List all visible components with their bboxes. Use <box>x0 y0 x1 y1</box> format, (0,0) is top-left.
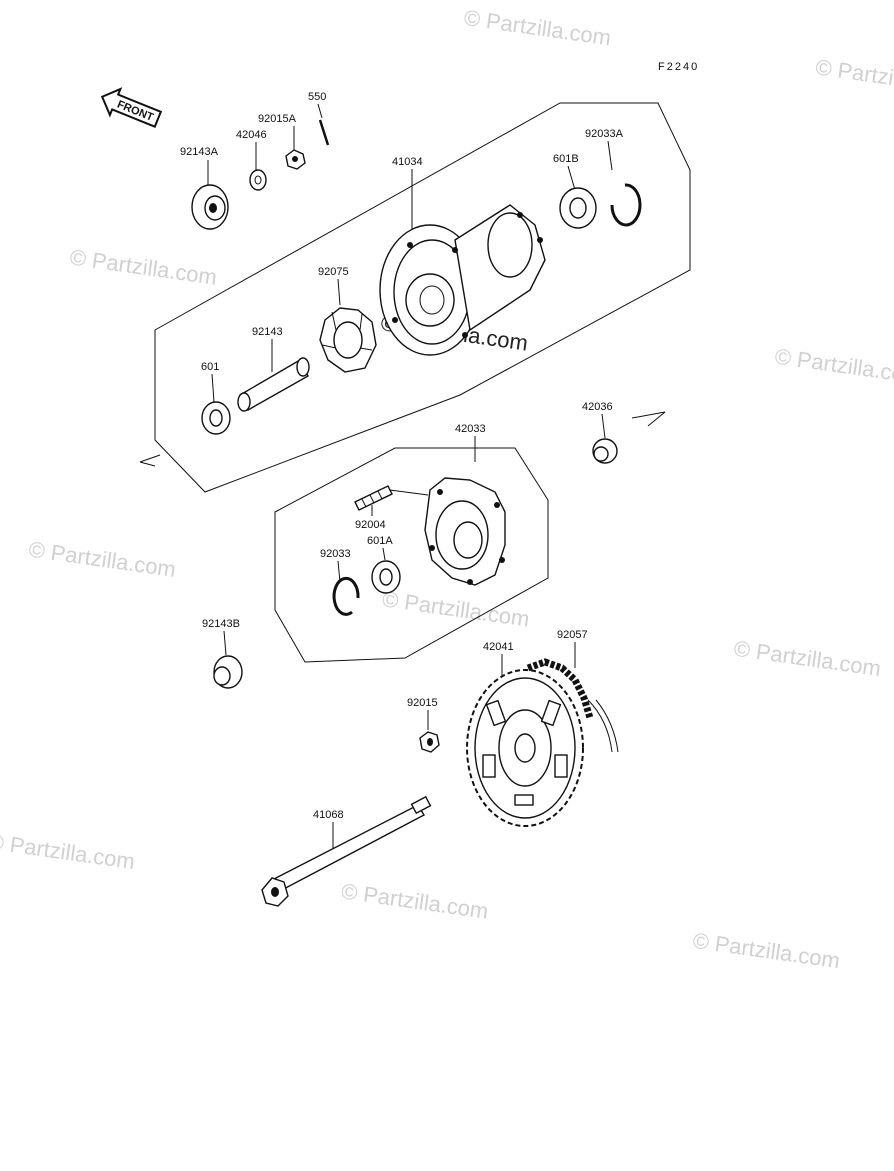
label-92004: 92004 <box>355 519 386 531</box>
front-arrow-icon: FRONT <box>100 87 163 128</box>
label-41034: 41034 <box>392 156 423 168</box>
axle-icon <box>261 795 432 907</box>
sleeve-icon <box>237 357 310 412</box>
bearing-icon <box>371 560 401 594</box>
label-92015A: 92015A <box>258 113 297 125</box>
leader <box>389 489 429 496</box>
label-601A: 601A <box>367 535 393 547</box>
label-92015: 92015 <box>407 697 438 709</box>
label-41068: 41068 <box>313 809 344 821</box>
label-92143A: 92143A <box>180 146 219 158</box>
watermark: © Partzilla.com <box>773 344 894 389</box>
watermark: © Partzilla.com <box>381 586 531 631</box>
castle-nut-icon <box>285 149 306 170</box>
leader <box>607 140 613 171</box>
circlip-icon <box>332 576 360 616</box>
label-92033A: 92033A <box>585 128 624 140</box>
leader <box>337 278 341 306</box>
label-92143B: 92143B <box>202 618 240 630</box>
label-601: 601 <box>201 361 219 373</box>
drive-chain-icon <box>526 658 619 753</box>
leader <box>601 413 606 439</box>
leader <box>139 461 156 467</box>
circlip-icon <box>610 183 642 227</box>
dust-collar-icon <box>191 184 229 230</box>
collar-icon <box>213 655 243 689</box>
rear-sprocket-icon <box>466 669 584 827</box>
label-92075: 92075 <box>318 266 349 278</box>
figure-code: F2240 <box>658 61 699 73</box>
leader <box>317 103 323 119</box>
label-42036: 42036 <box>582 401 613 413</box>
label-92033: 92033 <box>320 548 351 560</box>
leader <box>631 411 666 419</box>
watermark: © Partzilla.com <box>109 0 259 1</box>
sprocket-hub-icon <box>424 477 506 586</box>
leader <box>211 373 215 403</box>
leader <box>139 454 161 463</box>
cotter-pin-icon <box>318 119 330 146</box>
label-42046: 42046 <box>236 129 267 141</box>
leader <box>382 547 386 561</box>
watermark: © Partzilla.com <box>68 244 218 289</box>
leader <box>223 630 227 656</box>
watermark: © Partzilla.com <box>340 878 490 923</box>
leader <box>567 165 576 191</box>
watermark: © Partzilla.com <box>0 829 136 874</box>
collar-icon <box>249 169 267 191</box>
bearing-icon <box>559 187 597 229</box>
rubber-damper-icon <box>319 307 377 373</box>
sprocket-hub-group-outline <box>274 447 549 663</box>
rear-hub-icon <box>379 204 546 356</box>
label-42041: 42041 <box>483 641 514 653</box>
label-550: 550 <box>308 91 326 103</box>
label-601B: 601B <box>553 153 579 165</box>
leader <box>337 560 341 583</box>
watermark: © Partzilla.com <box>814 54 894 99</box>
bearing-icon <box>201 401 231 435</box>
leader <box>647 411 666 427</box>
label-92143: 92143 <box>252 326 283 338</box>
watermark: © Partzilla.com <box>27 537 177 582</box>
collar-icon <box>592 438 618 464</box>
hub-group-outline <box>154 102 691 493</box>
watermark: © Partzilla.com <box>462 5 612 50</box>
watermark: © Partzilla.com <box>691 928 841 973</box>
stud-icon <box>354 485 393 511</box>
label-92057: 92057 <box>557 629 588 641</box>
nut-icon <box>419 731 440 753</box>
watermark: © Partzilla.com <box>732 636 882 681</box>
label-42033: 42033 <box>455 423 486 435</box>
